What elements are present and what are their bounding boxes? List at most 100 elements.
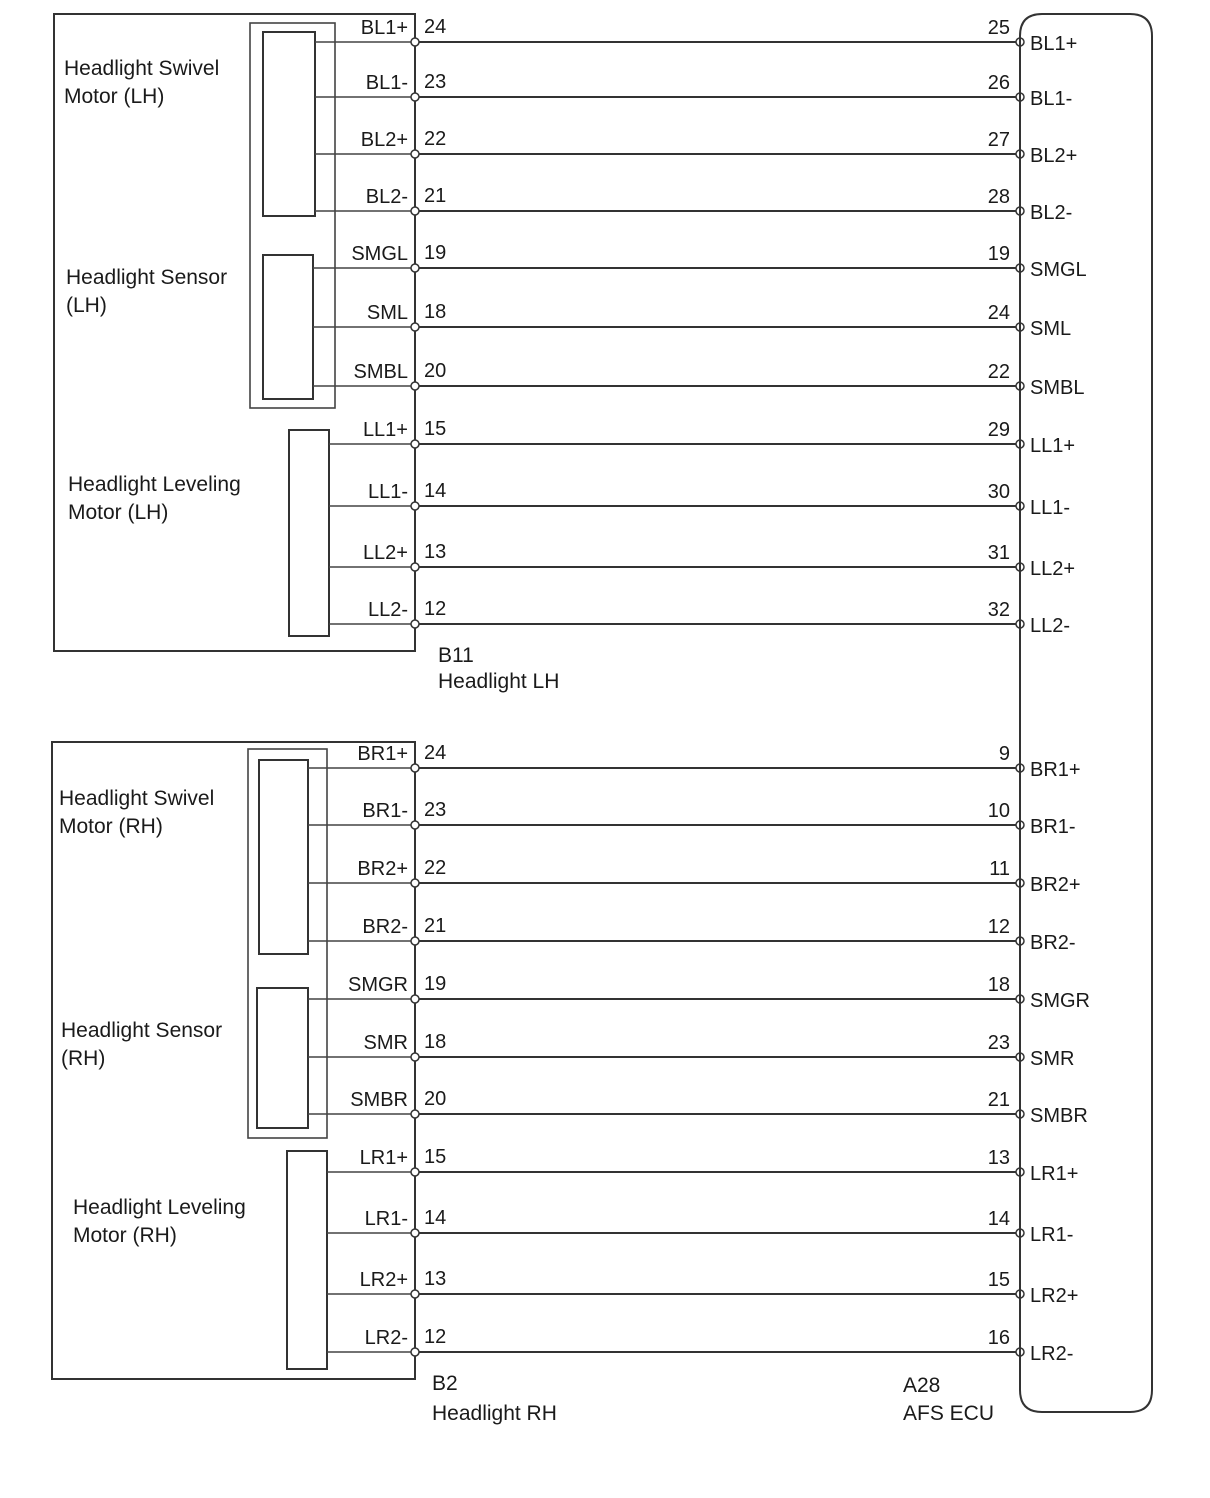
pin-number-lh-smbl: 20 bbox=[424, 360, 446, 382]
rh-sensor-label: Headlight Sensor (RH) bbox=[61, 1019, 228, 1070]
signal-label-rh-smbr: SMBR bbox=[350, 1089, 408, 1111]
ecu-signal-label-lh-bl1-plus: BL1+ bbox=[1030, 33, 1077, 55]
ecu-pin-number-rh-br2-plus: 11 bbox=[989, 858, 1010, 880]
terminal-lh-ll2-plus bbox=[410, 562, 420, 572]
ecu-signal-label-rh-lr1-minus: LR1- bbox=[1030, 1224, 1073, 1246]
pin-number-lh-bl2-plus: 22 bbox=[424, 128, 446, 150]
ecu-pin-number-rh-smr: 23 bbox=[988, 1032, 1010, 1054]
ecu-pin-number-lh-ll2-plus: 31 bbox=[988, 542, 1010, 564]
signal-label-lh-ll2-minus: LL2- bbox=[368, 599, 408, 621]
ecu-pin-number-rh-smbr: 21 bbox=[988, 1089, 1010, 1111]
ecu-pin-number-lh-ll2-minus: 32 bbox=[988, 599, 1010, 621]
signal-label-lh-bl1-minus: BL1- bbox=[366, 72, 408, 94]
lh-leveling-motor-label: Headlight Leveling Motor (LH) bbox=[68, 473, 247, 524]
ecu-pin-number-rh-lr2-minus: 16 bbox=[988, 1327, 1010, 1349]
ecu-pin-number-lh-bl1-plus: 25 bbox=[988, 17, 1010, 39]
ecu-signal-label-rh-lr1-plus: LR1+ bbox=[1030, 1163, 1078, 1185]
terminal-lh-smbl bbox=[410, 381, 420, 391]
signal-label-lh-bl2-plus: BL2+ bbox=[361, 129, 408, 151]
terminal-rh-br1-plus bbox=[410, 763, 420, 773]
terminal-rh-lr2-plus bbox=[410, 1289, 420, 1299]
terminal-rh-lr1-minus bbox=[410, 1228, 420, 1238]
terminal-lh-ll2-minus bbox=[410, 619, 420, 629]
signal-label-rh-lr2-minus: LR2- bbox=[365, 1327, 408, 1349]
pin-number-lh-bl2-minus: 21 bbox=[424, 185, 446, 207]
ecu-signal-label-lh-ll2-minus: LL2- bbox=[1030, 615, 1070, 637]
signal-label-lh-smbl: SMBL bbox=[354, 361, 408, 383]
ecu-signal-label-rh-br2-plus: BR2+ bbox=[1030, 874, 1081, 896]
rh-swivel-sensor-group-frame bbox=[247, 748, 328, 1139]
ecu-pin-number-lh-smbl: 22 bbox=[988, 361, 1010, 383]
terminal-rh-smgr bbox=[410, 994, 420, 1004]
lh-swivel-motor-label: Headlight Swivel Motor (LH) bbox=[64, 57, 225, 108]
ecu-signal-label-lh-ll1-plus: LL1+ bbox=[1030, 435, 1075, 457]
terminal-lh-sml bbox=[410, 322, 420, 332]
terminal-lh-ll1-plus bbox=[410, 439, 420, 449]
ecu-signal-label-rh-br1-plus: BR1+ bbox=[1030, 759, 1081, 781]
connector-b2-headlight-rh: Headlight Swivel Motor (RH) Headlight Se… bbox=[51, 741, 1090, 1425]
rh-sensor-block bbox=[256, 987, 309, 1129]
signal-label-lh-smgl: SMGL bbox=[351, 243, 408, 265]
lh-leveling-motor-block bbox=[288, 429, 330, 637]
ecu-pin-number-lh-ll1-plus: 29 bbox=[988, 419, 1010, 441]
signal-label-rh-lr1-plus: LR1+ bbox=[360, 1147, 408, 1169]
lh-swivel-sensor-group-frame bbox=[249, 22, 336, 409]
signal-label-rh-smr: SMR bbox=[364, 1032, 408, 1054]
lh-swivel-motor-block bbox=[262, 31, 316, 217]
b11-connector-name: Headlight LH bbox=[438, 670, 559, 693]
signal-label-rh-lr1-minus: LR1- bbox=[365, 1208, 408, 1230]
connector-b11-headlight-lh: Headlight Swivel Motor (LH) Headlight Se… bbox=[53, 13, 1087, 693]
ecu-pin-number-lh-bl2-minus: 28 bbox=[988, 186, 1010, 208]
ecu-pin-number-lh-smgl: 19 bbox=[988, 243, 1010, 265]
pin-number-rh-br2-plus: 22 bbox=[424, 857, 446, 879]
terminal-lh-bl2-minus bbox=[410, 206, 420, 216]
pin-number-lh-ll1-plus: 15 bbox=[424, 418, 446, 440]
ecu-signal-label-rh-lr2-plus: LR2+ bbox=[1030, 1285, 1078, 1307]
ecu-signal-label-lh-bl2-minus: BL2- bbox=[1030, 202, 1072, 224]
ecu-pin-number-rh-lr1-minus: 14 bbox=[988, 1208, 1010, 1230]
ecu-a28-afs: A28 AFS ECU bbox=[903, 13, 1153, 1425]
pin-number-lh-ll2-minus: 12 bbox=[424, 598, 446, 620]
rh-swivel-motor-block bbox=[258, 759, 309, 955]
ecu-signal-label-lh-bl1-minus: BL1- bbox=[1030, 88, 1072, 110]
pin-number-lh-bl1-plus: 24 bbox=[424, 16, 446, 38]
pin-number-lh-sml: 18 bbox=[424, 301, 446, 323]
lh-sensor-block bbox=[262, 254, 314, 400]
terminal-lh-bl1-plus bbox=[410, 37, 420, 47]
signal-label-lh-ll1-minus: LL1- bbox=[368, 481, 408, 503]
signal-label-lh-ll1-plus: LL1+ bbox=[363, 419, 408, 441]
signal-label-rh-br2-plus: BR2+ bbox=[357, 858, 408, 880]
b11-housing bbox=[53, 13, 416, 652]
pin-number-rh-lr2-plus: 13 bbox=[424, 1268, 446, 1290]
ecu-pin-number-rh-br1-plus: 9 bbox=[999, 743, 1010, 765]
pin-number-rh-smr: 18 bbox=[424, 1031, 446, 1053]
ecu-signal-label-rh-smgr: SMGR bbox=[1030, 990, 1090, 1012]
rh-leveling-motor-label: Headlight Leveling Motor (RH) bbox=[73, 1196, 252, 1247]
pin-number-rh-br1-plus: 24 bbox=[424, 742, 446, 764]
signal-label-rh-smgr: SMGR bbox=[348, 974, 408, 996]
ecu-signal-label-lh-ll2-plus: LL2+ bbox=[1030, 558, 1075, 580]
pin-number-lh-ll2-plus: 13 bbox=[424, 541, 446, 563]
signal-label-lh-bl1-plus: BL1+ bbox=[361, 17, 408, 39]
pin-number-rh-br1-minus: 23 bbox=[424, 799, 446, 821]
pin-number-rh-br2-minus: 21 bbox=[424, 915, 446, 937]
ecu-signal-label-rh-br2-minus: BR2- bbox=[1030, 932, 1076, 954]
ecu-signal-label-rh-lr2-minus: LR2- bbox=[1030, 1343, 1073, 1365]
